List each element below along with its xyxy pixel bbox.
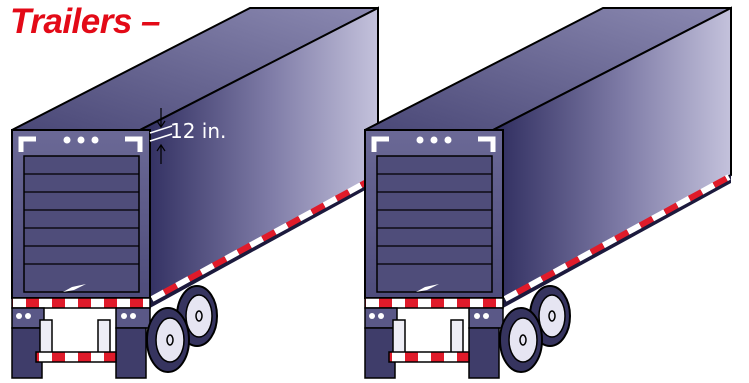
trailer-right: [365, 8, 731, 378]
measurement-label: 12 in.: [170, 119, 226, 143]
trailer-left: [12, 8, 378, 378]
